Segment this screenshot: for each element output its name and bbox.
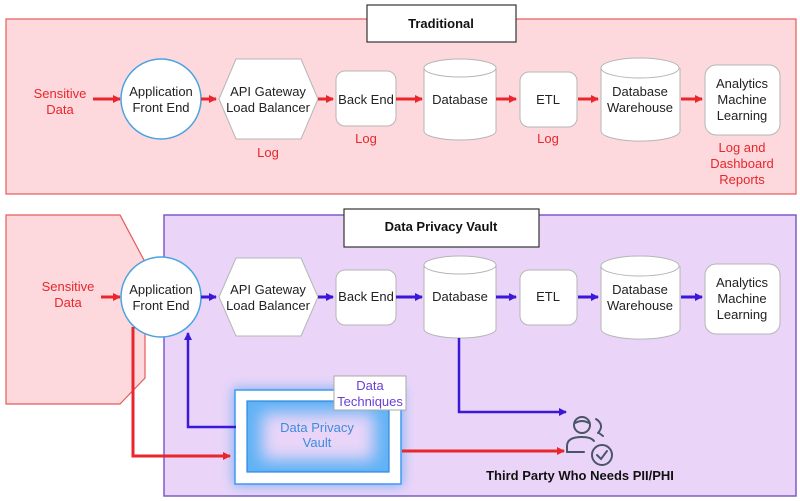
- vault-box: Data Privacy Vault: [233, 388, 403, 486]
- svg-text:ETL: ETL: [536, 289, 560, 304]
- trad-node-frontend: Application Front End: [120, 58, 202, 140]
- trad-log-backend: Log: [355, 131, 377, 146]
- svg-text:Application: Application: [129, 282, 193, 297]
- vault-panel: Data Privacy Vault Sensitive Data Applic…: [5, 208, 797, 497]
- svg-text:Techniques: Techniques: [337, 394, 403, 409]
- vault-node-frontend: Application Front End: [120, 256, 202, 338]
- svg-text:Load Balancer: Load Balancer: [226, 298, 311, 313]
- svg-text:Analytics: Analytics: [716, 76, 769, 91]
- svg-text:Learning: Learning: [717, 108, 768, 123]
- vault-source-line1: Sensitive: [42, 279, 95, 294]
- vault-arrow-database-thirdparty: [457, 338, 567, 416]
- svg-text:API Gateway: API Gateway: [230, 84, 306, 99]
- vault-node-etl: ETL: [519, 269, 578, 326]
- traditional-title-box: [366, 4, 517, 43]
- svg-text:Database: Database: [612, 282, 668, 297]
- svg-text:Front End: Front End: [132, 298, 189, 313]
- vault-title-box: [343, 208, 540, 248]
- vault-arrow-vault-frontend: [184, 332, 236, 429]
- svg-text:Learning: Learning: [717, 307, 768, 322]
- svg-text:Back End: Back End: [338, 289, 394, 304]
- vault-box-line1: Data Privacy: [280, 420, 354, 435]
- trad-log-analytics-line1: Log and: [719, 140, 766, 155]
- third-party-users-icon: [566, 416, 613, 466]
- trad-node-backend: Back End: [335, 70, 397, 127]
- svg-text:Warehouse: Warehouse: [607, 100, 673, 115]
- vault-node-backend: Back End: [335, 269, 397, 326]
- trad-node-database: Database: [423, 58, 497, 141]
- svg-text:Data: Data: [356, 378, 384, 393]
- traditional-panel: Traditional Sensitive Data Application F…: [5, 4, 797, 195]
- traditional-source-line1: Sensitive: [34, 86, 87, 101]
- third-party-label: Third Party Who Needs PII/PHI: [486, 468, 674, 483]
- svg-text:Database: Database: [432, 92, 488, 107]
- svg-text:Warehouse: Warehouse: [607, 298, 673, 313]
- svg-text:Machine: Machine: [717, 291, 766, 306]
- vault-source-region: [5, 214, 146, 405]
- traditional-title: Traditional: [408, 16, 474, 31]
- vault-node-database: Database: [423, 255, 497, 339]
- vault-node-analytics: Analytics Machine Learning: [704, 263, 781, 335]
- traditional-source-line2: Data: [46, 102, 74, 117]
- svg-text:ETL: ETL: [536, 92, 560, 107]
- trad-log-analytics-line3: Reports: [719, 172, 765, 187]
- trad-node-gateway: API Gateway Load Balancer: [218, 58, 319, 140]
- data-techniques-label: Data Techniques: [333, 375, 407, 411]
- trad-node-analytics: Analytics Machine Learning: [704, 64, 781, 136]
- vault-arrow-frontend-vault: [131, 327, 231, 460]
- trad-log-etl: Log: [537, 131, 559, 146]
- svg-text:API Gateway: API Gateway: [230, 282, 306, 297]
- vault-box-line2: Vault: [303, 435, 332, 450]
- vault-node-gateway: API Gateway Load Balancer: [218, 257, 319, 337]
- trad-node-etl: ETL: [519, 71, 578, 128]
- svg-text:Database: Database: [432, 289, 488, 304]
- svg-text:Database: Database: [612, 84, 668, 99]
- trad-node-warehouse: Database Warehouse: [600, 57, 681, 142]
- svg-text:Back End: Back End: [338, 92, 394, 107]
- trad-log-analytics-line2: Dashboard: [710, 156, 774, 171]
- vault-node-warehouse: Database Warehouse: [600, 255, 681, 340]
- svg-text:Load Balancer: Load Balancer: [226, 100, 311, 115]
- svg-text:Analytics: Analytics: [716, 275, 769, 290]
- svg-text:Front End: Front End: [132, 100, 189, 115]
- vault-title: Data Privacy Vault: [385, 219, 498, 234]
- vault-source-line2: Data: [54, 295, 82, 310]
- svg-text:Machine: Machine: [717, 92, 766, 107]
- trad-log-gateway: Log: [257, 145, 279, 160]
- svg-text:Application: Application: [129, 84, 193, 99]
